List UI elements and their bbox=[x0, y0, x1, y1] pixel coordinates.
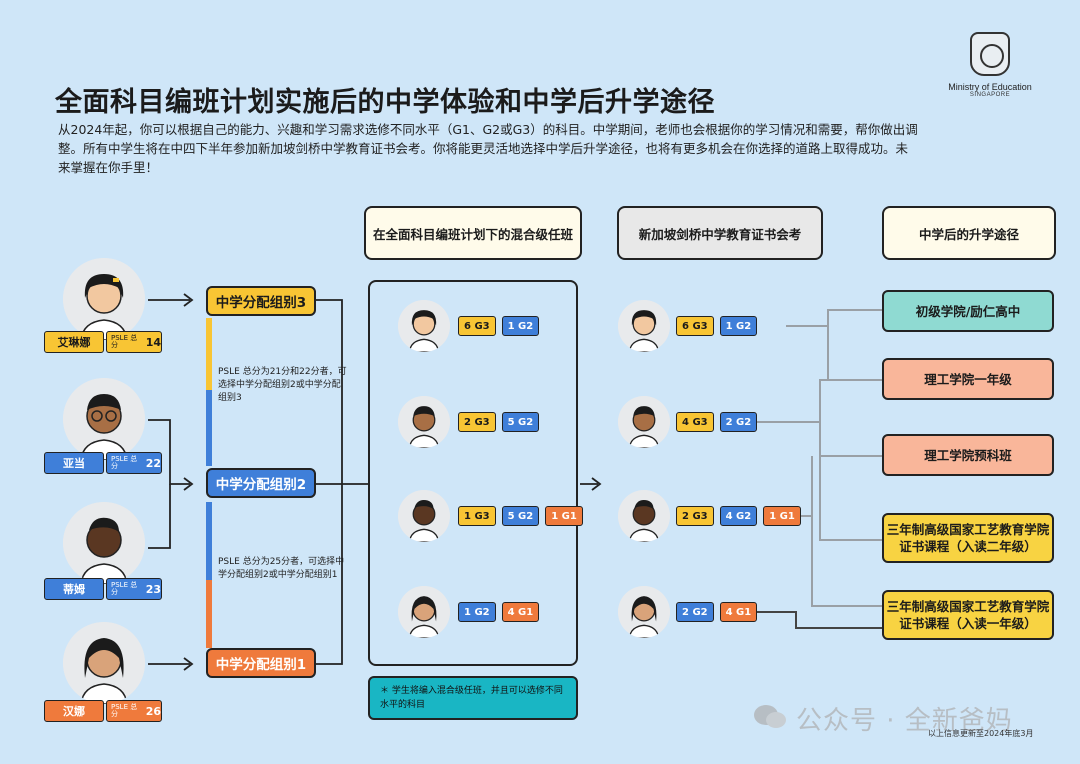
exam-avatar-1 bbox=[618, 300, 670, 352]
pathway-jc: 初级学院/励仁高中 bbox=[882, 290, 1054, 332]
subject-pill: 2 G2 bbox=[676, 602, 714, 622]
group-2-box: 中学分配组别2 bbox=[206, 468, 316, 498]
score-value: 14 bbox=[145, 335, 161, 349]
wechat-icon bbox=[754, 705, 786, 728]
exam-avatar-4 bbox=[618, 586, 670, 638]
mixed-avatar-4 bbox=[398, 586, 450, 638]
subject-pill: 1 G3 bbox=[458, 506, 496, 526]
group-1-box: 中学分配组别1 bbox=[206, 648, 316, 678]
student-name-4: 汉娜 bbox=[44, 700, 104, 722]
mixed-class-box bbox=[368, 280, 578, 666]
subject-pill: 6 G3 bbox=[676, 316, 714, 336]
student-score-1: PSLE 总分 14 bbox=[106, 331, 162, 353]
exam-subjects-2: 4 G3 2 G2 bbox=[676, 412, 758, 432]
moe-name: Ministry of Education bbox=[948, 82, 1032, 92]
subject-pill: 5 G2 bbox=[501, 506, 540, 526]
subject-pill: 4 G1 bbox=[719, 602, 758, 622]
subject-pill: 4 G3 bbox=[676, 412, 714, 432]
student-name-2: 亚当 bbox=[44, 452, 104, 474]
psle-label: PSLE 总分 bbox=[111, 334, 138, 349]
note-lower: PSLE 总分为25分者，可选择中学分配组别2或中学分配组别1 bbox=[218, 557, 345, 580]
psle-label: PSLE 总分 bbox=[111, 455, 138, 470]
mixed-subjects-4: 1 G2 4 G1 bbox=[458, 602, 540, 622]
footnote-text: 学生将编入混合级任班，并且可以选修不同水平的科目 bbox=[380, 686, 563, 710]
subject-pill: 5 G2 bbox=[501, 412, 540, 432]
page-title: 全面科目编班计划实施后的中学体验和中学后升学途径 bbox=[55, 87, 715, 118]
subject-pill: 1 G2 bbox=[719, 316, 758, 336]
group-3-box: 中学分配组别3 bbox=[206, 286, 316, 316]
arrow-line-2 bbox=[148, 419, 190, 485]
student-avatar-hanna bbox=[63, 622, 145, 704]
pathway-nitec-y2: 三年制高级国家工艺教育学院证书课程（入读二年级） bbox=[882, 513, 1054, 563]
exam-avatar-3 bbox=[618, 490, 670, 542]
subject-pill: 4 G1 bbox=[501, 602, 540, 622]
subject-pill: 1 G2 bbox=[458, 602, 496, 622]
subject-pill: 2 G3 bbox=[458, 412, 496, 432]
mixed-class-header: 在全面科目编班计划下的混合级任班 bbox=[364, 206, 582, 260]
exam-avatar-2 bbox=[618, 396, 670, 448]
subject-pill: 2 G3 bbox=[676, 506, 714, 526]
pathways-header: 中学后的升学途径 bbox=[882, 206, 1056, 260]
exam-subjects-3: 2 G3 4 G2 1 G1 bbox=[676, 506, 801, 526]
mixed-avatar-1 bbox=[398, 300, 450, 352]
student-name-1: 艾琳娜 bbox=[44, 331, 104, 353]
update-note: 以上信息更新至2024年底3月 bbox=[928, 729, 1034, 738]
note-upper: PSLE 总分为21分和22分者，可选择中学分配组别2或中学分配组别3 bbox=[218, 367, 347, 403]
intro-paragraph: 从2024年起，你可以根据自己的能力、兴趣和学习需求选修不同水平（G1、G2或G… bbox=[58, 122, 918, 175]
subject-pill: 2 G2 bbox=[719, 412, 758, 432]
moe-sub: SINGAPORE bbox=[969, 92, 1011, 98]
crest-icon bbox=[970, 32, 1010, 76]
score-value: 23 bbox=[145, 582, 161, 596]
mixed-class-footnote: ＊ 学生将编入混合级任班，并且可以选修不同水平的科目 bbox=[368, 676, 578, 720]
student-avatar-ailina bbox=[63, 258, 145, 340]
student-score-4: PSLE 总分 26 bbox=[106, 700, 162, 722]
student-score-3: PSLE 总分 23 bbox=[106, 578, 162, 600]
pathway-poly-foundation: 理工学院预科班 bbox=[882, 434, 1054, 476]
student-avatar-tim bbox=[63, 502, 145, 584]
subject-pill: 4 G2 bbox=[719, 506, 758, 526]
student-avatar-adam bbox=[63, 378, 145, 460]
pathway-nitec-y1: 三年制高级国家工艺教育学院证书课程（入读一年级） bbox=[882, 590, 1054, 640]
score-value: 26 bbox=[145, 704, 161, 718]
score-value: 22 bbox=[145, 456, 161, 470]
psle-label: PSLE 总分 bbox=[111, 581, 138, 596]
exam-header: 新加坡剑桥中学教育证书会考 bbox=[617, 206, 823, 260]
mixed-avatar-2 bbox=[398, 396, 450, 448]
subject-pill: 1 G2 bbox=[501, 316, 540, 336]
student-name-3: 蒂姆 bbox=[44, 578, 104, 600]
mixed-subjects-2: 2 G3 5 G2 bbox=[458, 412, 540, 432]
pathway-poly-y1: 理工学院一年级 bbox=[882, 358, 1054, 400]
watermark-text: 公众号 · 全新爸妈 bbox=[796, 706, 1013, 736]
exam-subjects-4: 2 G2 4 G1 bbox=[676, 602, 758, 622]
subject-pill: 1 G1 bbox=[763, 506, 801, 526]
subject-pill: 6 G3 bbox=[458, 316, 496, 336]
mixed-subjects-1: 6 G3 1 G2 bbox=[458, 316, 540, 336]
mixed-subjects-3: 1 G3 5 G2 1 G1 bbox=[458, 506, 583, 526]
student-score-2: PSLE 总分 22 bbox=[106, 452, 162, 474]
psle-label: PSLE 总分 bbox=[111, 703, 138, 718]
moe-logo: Ministry of Education SINGAPORE bbox=[940, 32, 1040, 98]
subject-pill: 1 G1 bbox=[545, 506, 583, 526]
mixed-avatar-3 bbox=[398, 490, 450, 542]
exam-subjects-1: 6 G3 1 G2 bbox=[676, 316, 758, 336]
